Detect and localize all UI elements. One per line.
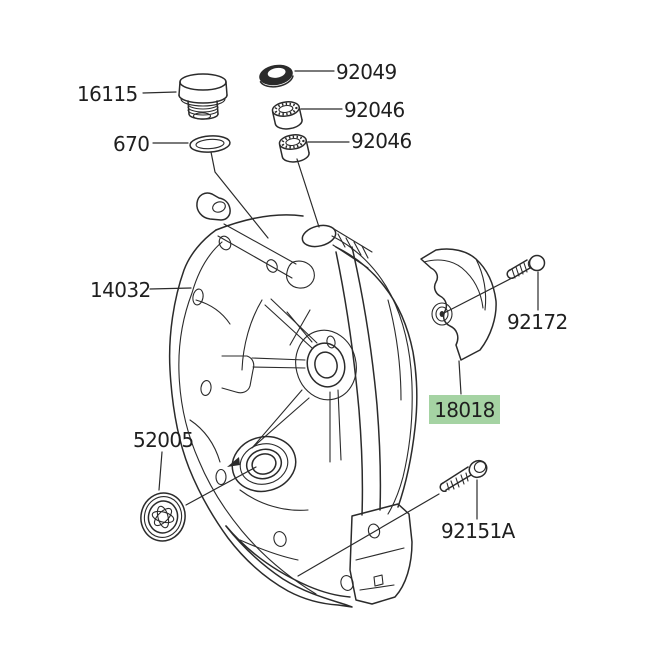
part-drawing-92046-bearing-upper bbox=[271, 101, 303, 130]
part-label-16115: 16115 bbox=[77, 82, 138, 106]
part-drawing-92172-screw bbox=[506, 254, 546, 280]
part-label-92049: 92049 bbox=[336, 60, 397, 84]
part-label-92046-lower: 92046 bbox=[351, 129, 412, 153]
leader-lines bbox=[142, 70, 539, 577]
part-label-670: 670 bbox=[113, 132, 150, 156]
part-drawing-52005-sight-glass bbox=[140, 492, 186, 542]
part-drawing-92049-seal bbox=[259, 64, 294, 88]
part-label-92046-upper: 92046 bbox=[344, 98, 405, 122]
part-label-18018-highlighted: 18018 bbox=[429, 395, 500, 424]
part-label-92151A: 92151A bbox=[441, 519, 515, 543]
part-drawing-18018-plate bbox=[420, 248, 497, 361]
part-drawing-16115-plug bbox=[178, 73, 228, 120]
part-label-14032: 14032 bbox=[90, 278, 151, 302]
part-label-52005: 52005 bbox=[133, 428, 194, 452]
part-drawing-670-oring bbox=[189, 135, 231, 153]
part-drawing-92046-bearing-lower bbox=[278, 134, 310, 163]
part-drawing-92151A-bolt bbox=[439, 459, 488, 493]
part-drawing-cover bbox=[168, 192, 418, 608]
part-label-92172: 92172 bbox=[507, 310, 568, 334]
